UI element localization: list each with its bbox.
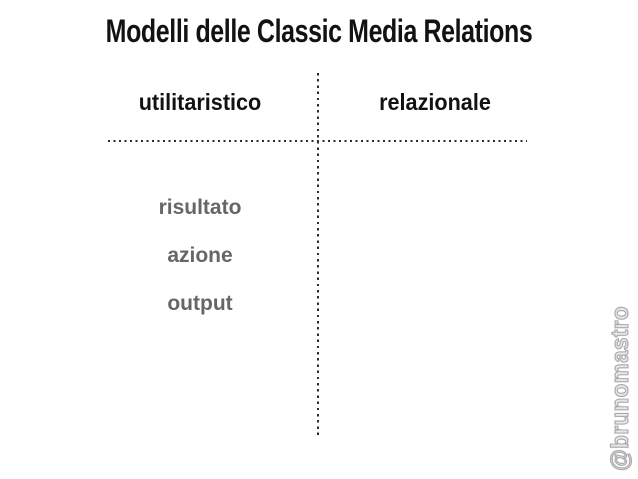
quadrant-divider-horizontal	[108, 140, 527, 142]
column-header-relazionale: relazionale	[379, 89, 491, 115]
column-header-utilitaristico: utilitaristico	[138, 89, 262, 115]
quadrant-divider-vertical	[317, 73, 319, 437]
attribution-handle: @brunomastro	[606, 305, 634, 471]
left-column-item-output: output	[167, 292, 233, 315]
left-column-item-azione: azione	[167, 244, 233, 267]
left-column-item-risultato: risultato	[158, 196, 242, 219]
slide-title: Modelli delle Classic Media Relations	[105, 13, 533, 49]
